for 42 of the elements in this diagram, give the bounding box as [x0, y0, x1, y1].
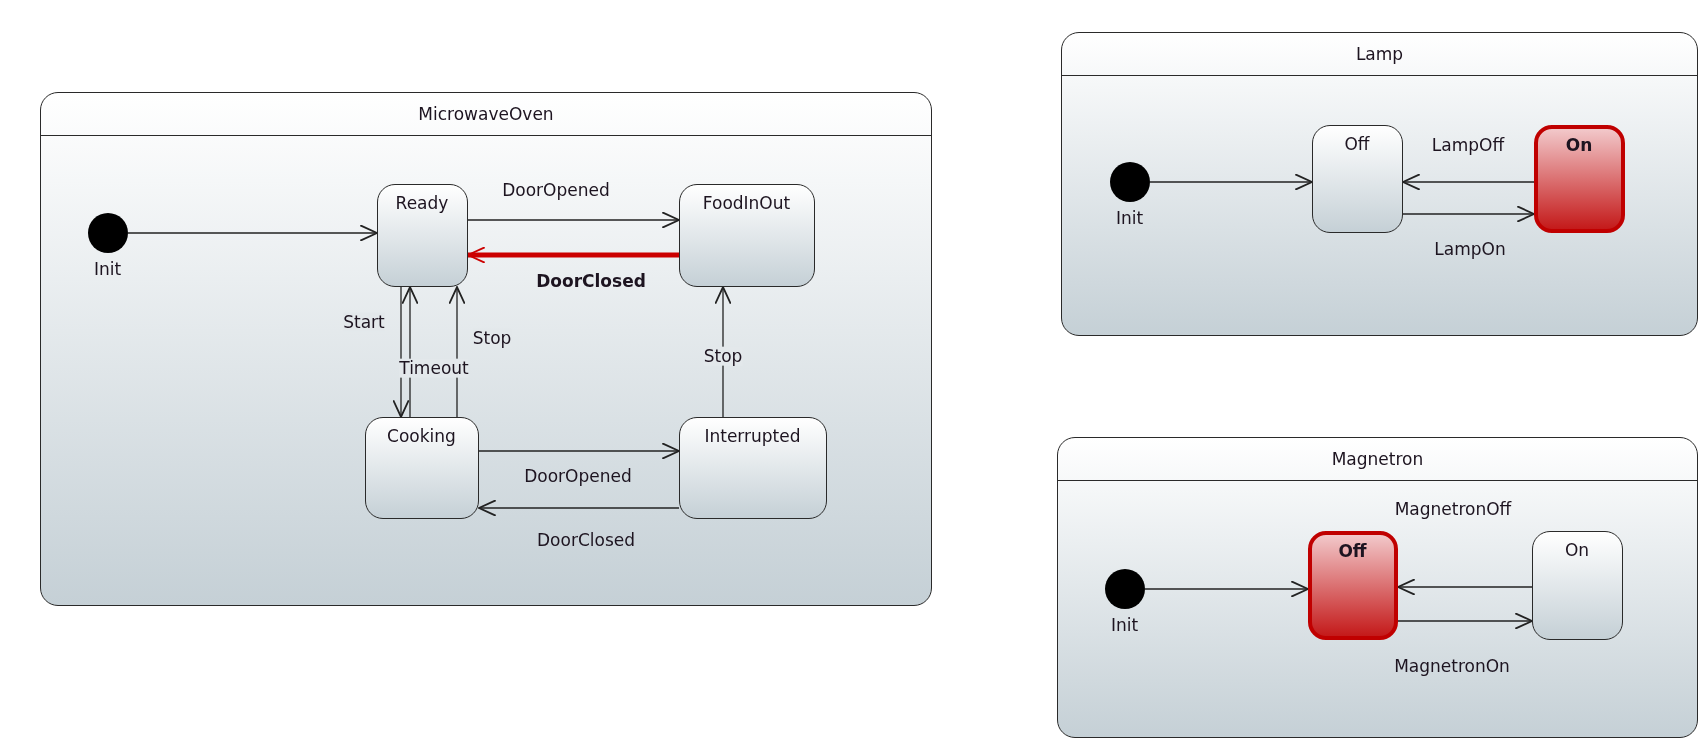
composite-state: [1057, 437, 1698, 738]
initial-state-dot: [1109, 161, 1150, 202]
transition-arrow: [478, 499, 680, 517]
state: On: [1531, 530, 1623, 640]
transition-arrow: [478, 442, 680, 460]
edge-label: DoorOpened: [502, 180, 610, 200]
transition-arrow: [1397, 578, 1533, 596]
edge-label: DoorClosed: [537, 530, 635, 550]
edge-label: DoorOpened: [524, 466, 632, 486]
transition-arrow: [1397, 612, 1533, 630]
transition-arrow: [467, 211, 680, 229]
transition-arrow: [467, 246, 679, 264]
transition-arrow: [127, 224, 378, 242]
state-title: Lamp: [1355, 44, 1404, 64]
initial-state-dot: [1104, 568, 1145, 609]
transition-arrow: [1402, 205, 1535, 223]
initial-state-dot: [87, 212, 128, 253]
transition-arrow: [1402, 173, 1535, 191]
composite-state: [1061, 32, 1698, 336]
state: FoodInOut: [678, 183, 815, 287]
edge-label: DoorClosed: [536, 271, 646, 291]
state-title: MicrowaveOven: [418, 104, 554, 124]
edge-label: Stop: [703, 346, 743, 366]
state-name: Init: [1110, 614, 1139, 635]
edge-label: MagnetronOff: [1394, 499, 1512, 519]
state: Ready: [376, 183, 468, 287]
active-state: Off: [1307, 530, 1398, 640]
state: Interrupted: [678, 416, 827, 519]
state-name: Init: [1115, 207, 1144, 228]
transition-arrow: [1144, 580, 1309, 598]
state: Off: [1311, 124, 1403, 233]
edge-label: Timeout: [399, 358, 469, 378]
state-title: Magnetron: [1331, 449, 1424, 469]
edge-label: LampOn: [1434, 239, 1506, 259]
transition-arrow: [1149, 173, 1313, 191]
edge-label: LampOff: [1431, 135, 1505, 155]
state: Cooking: [364, 416, 479, 519]
edge-label: Stop: [472, 328, 512, 348]
state-name: Init: [93, 258, 122, 279]
active-state: On: [1533, 124, 1625, 233]
composite-state: [40, 92, 932, 606]
edge-label: MagnetronOn: [1394, 656, 1510, 676]
